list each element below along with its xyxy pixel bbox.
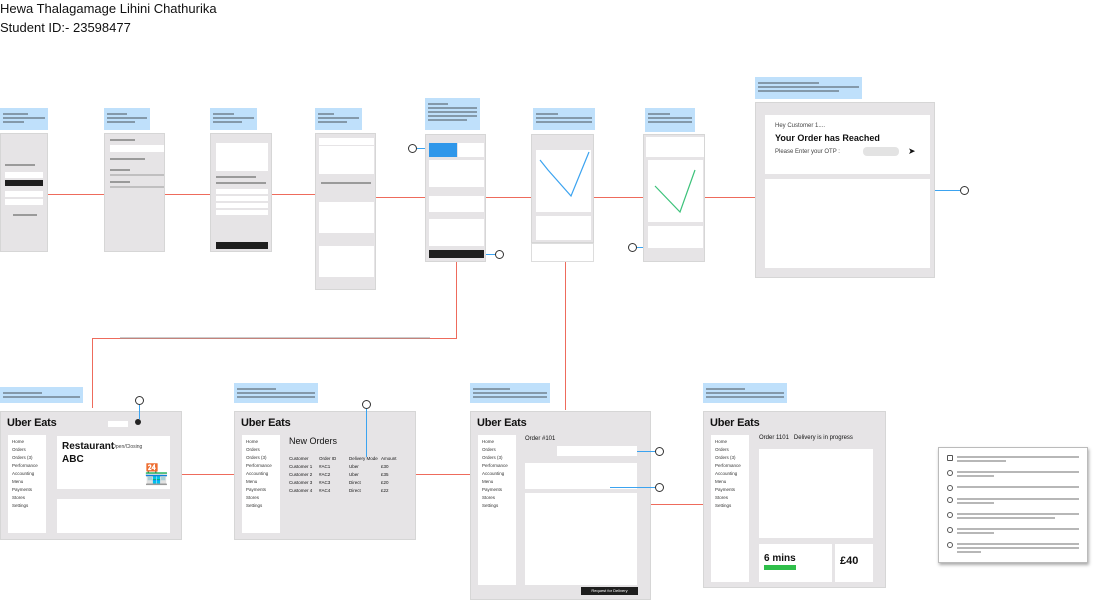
delivery-option-selected[interactable] xyxy=(429,143,457,157)
map xyxy=(525,493,637,585)
student-id: Student ID:- 23598477 xyxy=(0,20,131,35)
flow-caption xyxy=(120,337,430,339)
app-logo: Uber Eats xyxy=(7,417,57,429)
annotation-note xyxy=(210,108,257,130)
annotation-note xyxy=(104,108,150,130)
screen-courier-arriving xyxy=(643,134,705,262)
prep-time-control[interactable] xyxy=(557,446,637,456)
send-icon[interactable]: ➤ xyxy=(908,146,916,156)
annotation-note xyxy=(645,108,695,132)
screen-tracking xyxy=(531,134,594,243)
greeting: Hey Customer 1.... xyxy=(775,123,826,129)
annotation-note xyxy=(755,77,862,99)
page-title: New Orders xyxy=(289,436,338,446)
restaurant-name: Restaurant xyxy=(62,441,115,452)
image-placeholder xyxy=(319,146,374,174)
screen-restaurant-menu xyxy=(210,133,272,252)
request-delivery-button[interactable]: Request for Delivery xyxy=(581,587,638,595)
screen-home-feed xyxy=(315,133,376,290)
social-login-button[interactable] xyxy=(5,191,43,197)
step-marker xyxy=(960,186,969,195)
notification-icon[interactable] xyxy=(135,419,141,425)
store-icon: 🏪 xyxy=(144,464,169,486)
search-input[interactable] xyxy=(110,145,164,152)
otp-input[interactable] xyxy=(863,147,899,156)
screen-order-reached: Hey Customer 1.... Your Order has Reache… xyxy=(755,102,935,278)
eta-value: 6 mins xyxy=(764,553,796,564)
app-logo: Uber Eats xyxy=(241,417,291,429)
delivery-option[interactable] xyxy=(458,143,484,157)
legend-panel xyxy=(938,447,1088,563)
app-logo: Uber Eats xyxy=(477,417,527,429)
login-button[interactable] xyxy=(5,180,43,186)
restaurant-status: Open/Closing xyxy=(112,444,143,450)
screen-location xyxy=(104,133,165,252)
annotation-note xyxy=(425,98,480,130)
annotation-note xyxy=(0,108,48,130)
screen-checkout xyxy=(425,134,486,262)
reached-title: Your Order has Reached xyxy=(775,133,880,143)
courier-card xyxy=(531,243,594,262)
place-order-button[interactable] xyxy=(429,250,484,258)
map xyxy=(648,160,703,222)
image-placeholder xyxy=(319,202,374,233)
map xyxy=(759,449,873,538)
map xyxy=(765,179,930,268)
otp-card: Hey Customer 1.... Your Order has Reache… xyxy=(765,115,930,174)
restaurant-name-2: ABC xyxy=(62,454,84,465)
author-name: Hewa Thalagamage Lihini Chathurika xyxy=(0,1,217,16)
screen-login xyxy=(0,133,48,252)
annotation-note xyxy=(315,108,362,130)
image-placeholder xyxy=(216,143,268,171)
otp-label: Please Enter your OTP : xyxy=(775,149,840,155)
amount-card: £40 xyxy=(835,544,873,582)
app-logo: Uber Eats xyxy=(710,417,760,429)
image-placeholder xyxy=(319,246,374,277)
map xyxy=(536,150,591,212)
add-to-basket-button[interactable] xyxy=(216,242,268,249)
status-dropdown[interactable] xyxy=(108,421,128,427)
page-title: Order #101 xyxy=(525,436,556,442)
eta-progress-bar xyxy=(764,565,796,570)
restaurant-card: Restaurant ABC Open/Closing 🏪 xyxy=(57,436,170,489)
eta-card: 6 mins xyxy=(759,544,832,582)
annotation-note xyxy=(533,108,595,130)
amount-value: £40 xyxy=(840,555,859,567)
page-title: Order 1101 Delivery is in progress xyxy=(759,435,853,441)
social-login-button[interactable] xyxy=(5,199,43,205)
